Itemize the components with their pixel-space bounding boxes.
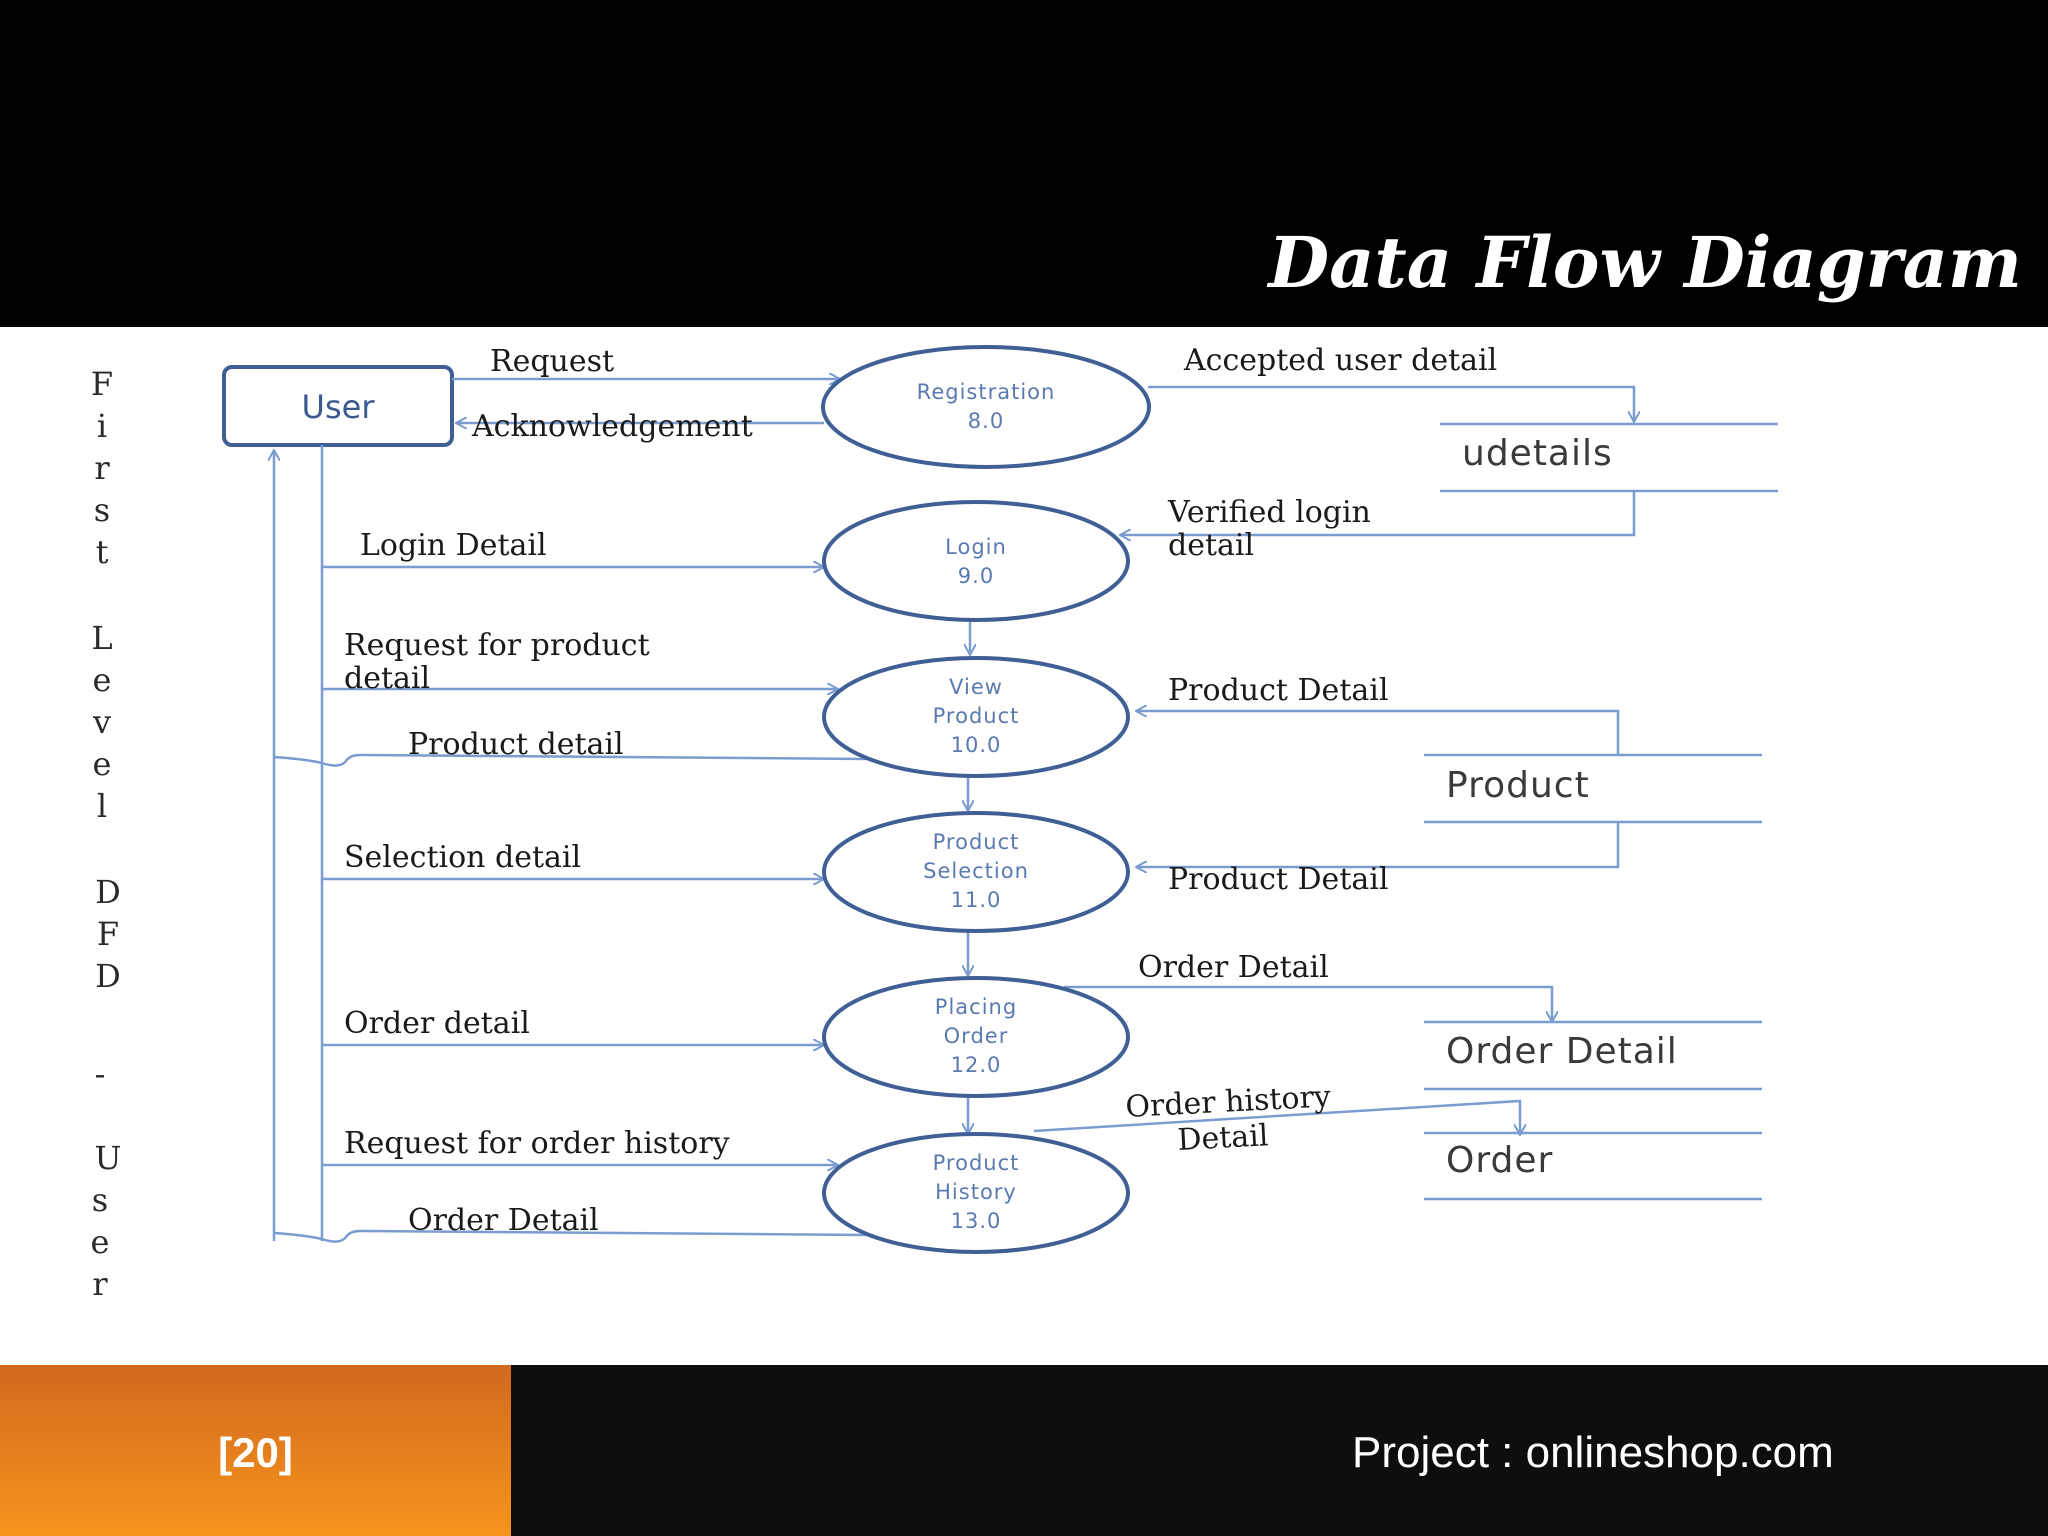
store-order-detail-label: Order Detail <box>1446 1031 1678 1072</box>
flow-order-history <box>1033 1099 1520 1135</box>
process-name: History <box>935 1180 1017 1204</box>
process-number: 13.0 <box>951 1209 1002 1233</box>
store-order-label: Order <box>1446 1140 1553 1181</box>
process-number: 8.0 <box>968 409 1004 433</box>
store-udetails: udetails <box>1440 422 1778 493</box>
flow-label-order-detail-store: Order Detail <box>1138 950 1329 985</box>
flow-label-acknowledgement: Acknowledgement <box>471 409 753 444</box>
slide-title: Data Flow Diagram <box>1268 221 2022 304</box>
flow-label-order-detail-in: Order detail <box>344 1006 530 1041</box>
process-number: 11.0 <box>951 888 1002 912</box>
store-udetails-label: udetails <box>1462 433 1613 474</box>
flow-label-order-history-1: Order history <box>1125 1079 1332 1125</box>
flow-label-request-product-2: detail <box>344 661 430 696</box>
store-order-detail: Order Detail <box>1424 1020 1762 1091</box>
flow-label-login-detail: Login Detail <box>360 528 547 563</box>
flow-verified-login <box>1120 491 1636 535</box>
side-letter: l <box>97 787 107 825</box>
flow-order-detail-out <box>321 1229 867 1243</box>
process-name: Selection <box>923 859 1029 883</box>
side-letter: i <box>97 407 107 445</box>
page-number: [20] <box>218 1429 293 1476</box>
flow-label-product-detail-in-2: Product Detail <box>1168 862 1388 897</box>
user-entity: User <box>222 365 454 447</box>
flow-product-detail-out <box>321 753 867 767</box>
process-number: 9.0 <box>958 564 994 588</box>
flow-label-order-history-2: Detail <box>1177 1118 1270 1158</box>
store-product-label: Product <box>1446 765 1590 806</box>
flow-label-verified-2: detail <box>1168 528 1254 563</box>
flow-product-detail-join <box>273 755 323 765</box>
side-label: F i r s t L e v e l D F D - U s e r <box>91 365 122 1303</box>
flow-label-order-detail-out: Order Detail <box>408 1203 599 1238</box>
process-name: Placing <box>935 995 1017 1019</box>
diagram-area: F i r s t L e v e l D F D - U s e r User <box>0 327 2048 1365</box>
side-letter: L <box>91 619 112 657</box>
process-registration: Registration 8.0 <box>821 345 1151 469</box>
store-order: Order <box>1424 1131 1762 1201</box>
side-letter: t <box>96 533 109 571</box>
side-letter: r <box>92 1265 108 1303</box>
flow-label-product-detail-in-1: Product Detail <box>1168 673 1388 708</box>
flow-label-request: Request <box>490 344 614 379</box>
flow-label-product-detail-out: Product detail <box>408 727 624 762</box>
side-letter: r <box>94 449 110 487</box>
store-product: Product <box>1424 753 1762 824</box>
process-name: Product <box>933 1151 1020 1175</box>
footer-bar <box>511 1365 2048 1536</box>
flow-order-detail-store <box>1064 985 1552 1022</box>
process-name: View <box>949 675 1003 699</box>
process-name: Login <box>945 535 1007 559</box>
side-letter: - <box>95 1055 106 1093</box>
footer-accent <box>0 1365 511 1536</box>
header-bar <box>0 0 2048 327</box>
flow-product-detail-in-1 <box>1136 711 1620 755</box>
side-letter: s <box>94 491 110 529</box>
side-letter: e <box>93 745 112 783</box>
flow-label-request-order-history: Request for order history <box>344 1126 730 1161</box>
flow-label-request-product-1: Request for product <box>344 628 650 663</box>
process-name: Order <box>944 1024 1009 1048</box>
side-letter: F <box>97 915 119 953</box>
side-letter: F <box>91 365 113 403</box>
side-letter: e <box>93 661 112 699</box>
side-letter: D <box>95 873 121 911</box>
process-placing-order: Placing Order 12.0 <box>822 976 1130 1098</box>
process-number: 12.0 <box>951 1053 1002 1077</box>
side-letter: e <box>91 1223 110 1261</box>
project-label: Project : onlineshop.com <box>1352 1428 1834 1477</box>
flow-product-detail-in-2 <box>1136 822 1620 867</box>
process-name: Registration <box>917 380 1056 404</box>
process-login: Login 9.0 <box>822 500 1130 622</box>
side-letter: D <box>95 957 121 995</box>
process-view-product: View Product 10.0 <box>822 656 1130 778</box>
dfd-diagram: F i r s t L e v e l D F D - U s e r User <box>91 343 1778 1303</box>
process-name: Product <box>933 704 1020 728</box>
process-product-selection: Product Selection 11.0 <box>822 811 1130 933</box>
process-number: 10.0 <box>951 733 1002 757</box>
flow-label-verified-1: Verified login <box>1167 495 1371 530</box>
flow-label-selection-detail: Selection detail <box>344 840 581 875</box>
process-product-history: Product History 13.0 <box>822 1132 1130 1254</box>
process-name: Product <box>933 830 1020 854</box>
flow-label-accepted: Accepted user detail <box>1183 343 1497 378</box>
flow-order-detail-out-join <box>273 1231 323 1241</box>
side-letter: v <box>92 703 111 741</box>
side-letter: U <box>95 1139 122 1177</box>
side-letter: s <box>92 1181 108 1219</box>
flow-accepted-user-detail <box>1148 385 1634 422</box>
user-entity-label: User <box>302 388 376 426</box>
